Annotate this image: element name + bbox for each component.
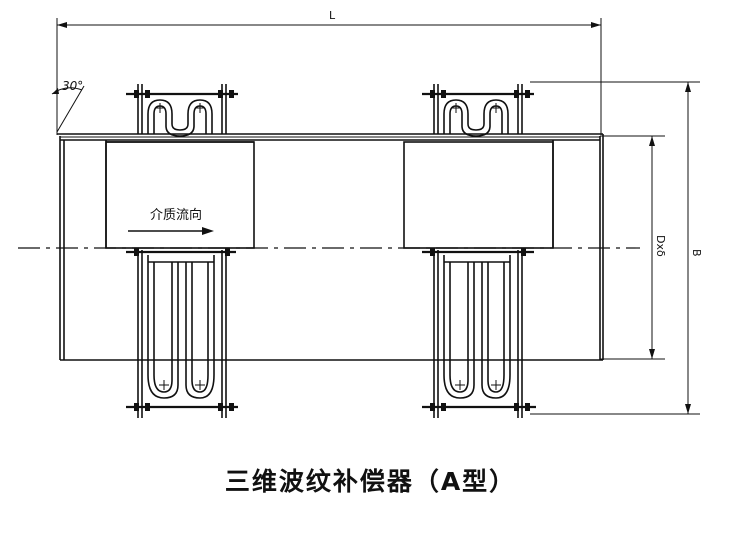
bellows-top-right [422, 84, 534, 137]
flow-direction: 介质流向 [128, 207, 214, 235]
diagram-caption: 三维波纹补偿器（A型） [224, 467, 517, 496]
bellows-top-left [126, 84, 238, 137]
flow-arrow-icon [202, 227, 214, 235]
dimension-diameter: Dxδ [600, 135, 667, 360]
main-pipe [57, 133, 604, 361]
flow-label: 介质流向 [150, 207, 202, 223]
sleeve-left [105, 141, 255, 249]
diameter-label: Dxδ [654, 235, 667, 257]
width-label: B [690, 249, 703, 257]
sleeve-right [403, 141, 554, 249]
length-label: L [329, 9, 336, 22]
bellows-bottom-left [126, 248, 238, 418]
bevel-angle: 30° [51, 78, 85, 133]
bellows-bottom-right [422, 248, 536, 418]
dimension-width: B [530, 81, 703, 415]
angle-label: 30° [62, 79, 83, 93]
